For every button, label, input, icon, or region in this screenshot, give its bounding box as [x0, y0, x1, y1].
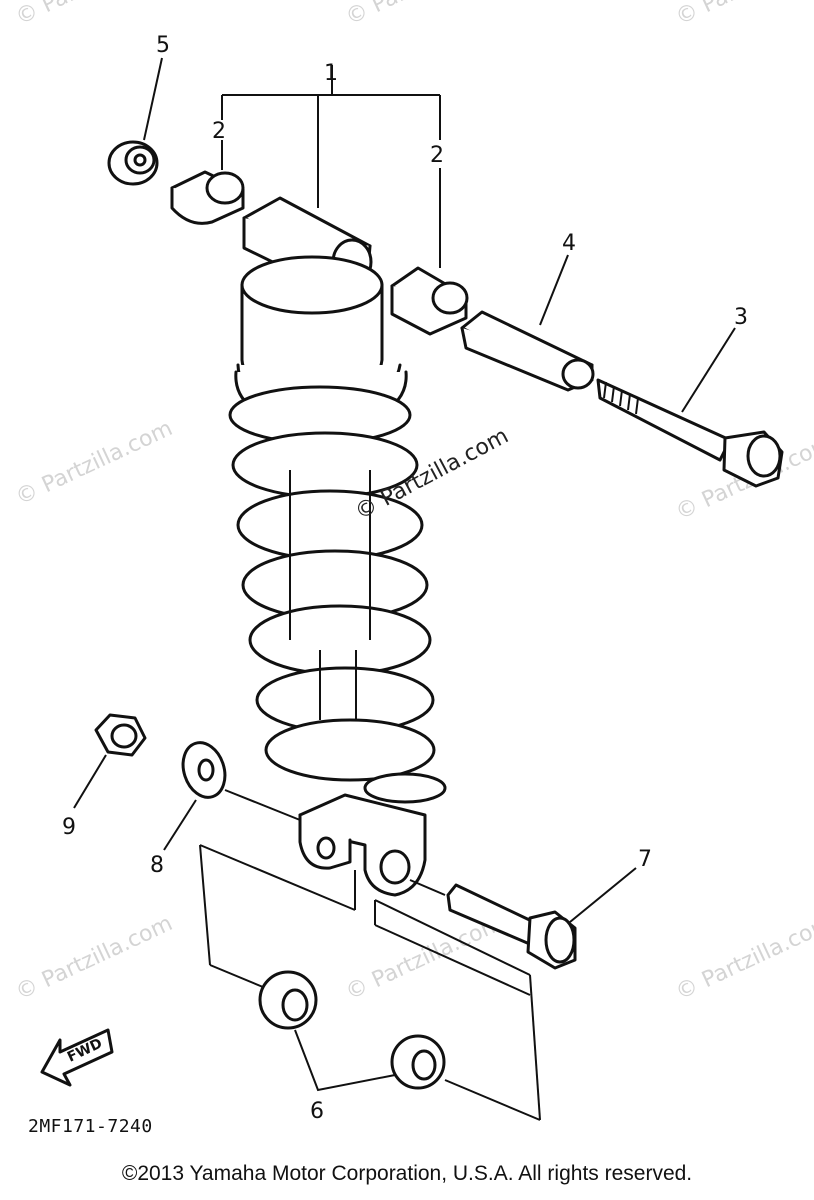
bolt-part-7 — [446, 883, 577, 970]
collar-part-2-left — [170, 170, 245, 225]
coil-spring — [228, 370, 436, 782]
watermark-text: © Partzilla.com — [12, 0, 176, 30]
diagram-code: 2MF171-7240 — [28, 1116, 153, 1137]
lower-clevis — [298, 772, 447, 897]
watermark-text: © Partzilla.com — [12, 911, 176, 1005]
long-collar-part-4 — [460, 310, 595, 392]
callout-8: 8 — [150, 853, 164, 878]
watermark-text: © Partzilla.com — [672, 0, 814, 30]
leader-line-4 — [539, 254, 569, 326]
collar-part-6-lower — [390, 1034, 446, 1090]
bolt-thread-3 — [603, 381, 639, 415]
bolt-part-3 — [596, 378, 784, 488]
callout-bracket-1 — [221, 65, 441, 268]
collar-part-2-right — [390, 266, 469, 336]
watermark-text: © Partzilla.com — [342, 0, 506, 30]
callout-6: 6 — [310, 1099, 324, 1124]
leader-line-8 — [163, 799, 197, 851]
callout-7: 7 — [638, 847, 652, 872]
washer-part-8 — [181, 741, 227, 799]
leader-line-3 — [681, 327, 736, 413]
leader-line-5 — [143, 57, 163, 141]
collar-part-6-upper — [258, 970, 318, 1030]
hex-nut-part-9 — [94, 713, 147, 757]
callout-1: 1 — [324, 61, 338, 86]
watermark-text: © Partzilla.com — [342, 911, 506, 1005]
callout-9: 9 — [62, 815, 76, 840]
leader-line-7 — [569, 867, 637, 923]
leader-line-9 — [73, 754, 107, 809]
forward-arrow-icon: FWD — [40, 1028, 114, 1087]
cap-nut-part-5 — [107, 140, 159, 186]
callout-3: 3 — [734, 305, 748, 330]
callout-2-right: 2 — [430, 143, 444, 168]
callout-5: 5 — [156, 33, 170, 58]
leader-lines-6 — [294, 1029, 396, 1092]
copyright-notice: ©2013 Yamaha Motor Corporation, U.S.A. A… — [121, 1162, 693, 1185]
damper-rod — [289, 470, 371, 720]
watermark-text: © Partzilla.com — [672, 911, 814, 1005]
watermark-text: © Partzilla.com — [12, 416, 176, 510]
callout-4: 4 — [562, 231, 576, 256]
callout-2-left: 2 — [212, 119, 226, 144]
